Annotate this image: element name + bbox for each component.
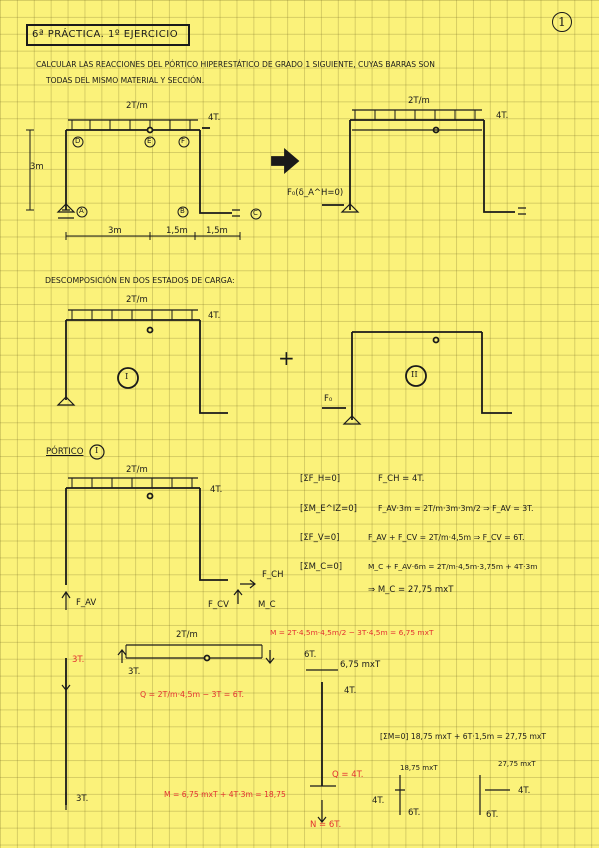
eq5-result: ⇒ M_C = 27,75 mxT xyxy=(368,585,454,595)
left-3t-bottom: 3T. xyxy=(76,794,89,804)
eq2-result: F_AV·3m = 2T/m·3m·3m/2 ⇒ F_AV = 3T. xyxy=(378,504,534,513)
col-q: Q = 4T. xyxy=(332,770,364,780)
col-m: M = 6,75 mxT + 4T·3m = 18,75 xyxy=(164,790,286,799)
state1-label: I xyxy=(125,372,129,382)
fig2-point-load: 4T. xyxy=(496,111,509,121)
state2-label: II xyxy=(411,370,418,380)
left-3t-top: 3T. xyxy=(72,655,85,665)
node-A: A xyxy=(79,207,84,215)
node-F: F xyxy=(181,137,186,145)
fig1-point-load: 4T. xyxy=(208,113,221,123)
fig1-load: 2T/m xyxy=(126,101,148,111)
moment-eq: M = 2T·4,5m·4,5m/2 − 3T·4,5m = 6,75 mxT xyxy=(270,628,434,637)
plus-sign: + xyxy=(278,346,295,370)
page-number: 1 xyxy=(552,12,572,32)
col-n: N = 6T. xyxy=(310,820,342,830)
frame3-fav: F_AV xyxy=(76,598,97,608)
node-E: E xyxy=(147,137,152,145)
col-675: 6,75 mxT xyxy=(340,660,381,670)
shear-eq: Q = 2T/m·4,5m − 3T = 6T. xyxy=(140,690,245,699)
frame3-fcv: F_CV xyxy=(208,600,229,610)
eq4-cond: [ΣM_C=0] xyxy=(300,562,343,572)
node-6t-right: 6T. xyxy=(486,810,499,820)
col-4t: 4T. xyxy=(344,686,357,696)
fig1-span2: 1,5m xyxy=(166,226,188,236)
fig1-span1: 3m xyxy=(108,226,122,236)
fig2-compat: F₀(δ_A^H=0) xyxy=(287,188,344,198)
eq3-cond: [ΣF_V=0] xyxy=(300,533,340,543)
left-3t-mid: 3T. xyxy=(128,667,141,677)
eq4-result: M_C + F_AV·6m = 2T/m·4,5m·3,75m + 4T·3m xyxy=(368,562,538,571)
col-6t: 6T. xyxy=(304,650,317,660)
eq3-result: F_AV + F_CV = 2T/m·4,5m ⇒ F_CV = 6T. xyxy=(368,533,525,542)
state1-load: 2T/m xyxy=(126,295,148,305)
node-D: D xyxy=(75,137,81,145)
frame3-point-load: 4T. xyxy=(210,485,223,495)
statement-line-2: TODAS DEL MISMO MATERIAL Y SECCIÓN. xyxy=(46,76,205,85)
fig2-load: 2T/m xyxy=(408,96,430,106)
node-C: C xyxy=(253,209,258,217)
state2-force: F₀ xyxy=(324,394,333,404)
portico-label: PÓRTICO xyxy=(46,447,84,457)
node-1875: 18,75 mxT xyxy=(400,764,438,772)
eq1-result: F_CH = 4T. xyxy=(378,474,425,484)
state1-point-load: 4T. xyxy=(208,311,221,321)
frame3-load: 2T/m xyxy=(126,465,148,475)
node-B: B xyxy=(180,207,185,215)
eq1-cond: [ΣF_H=0] xyxy=(300,474,341,484)
frame3-fch: F_CH xyxy=(262,570,284,580)
portico-num: I xyxy=(95,446,99,456)
fig1-span3: 1,5m xyxy=(206,226,228,236)
fig1-height: 3m xyxy=(30,162,44,172)
decomp-title: DESCOMPOSICIÓN EN DOS ESTADOS DE CARGA: xyxy=(45,276,235,285)
statement-line-1: CALCULAR LAS REACCIONES DEL PÓRTICO HIPE… xyxy=(36,60,435,69)
node-2775: 27,75 mxT xyxy=(498,760,536,768)
eq2-cond: [ΣM_E^IZ=0] xyxy=(300,504,357,514)
node-6t-left: 6T. xyxy=(408,808,421,818)
page-title: 6ª PRÁCTICA. 1º EJERCICIO xyxy=(32,29,179,40)
frame3-mc: M_C xyxy=(258,600,276,610)
title-box xyxy=(26,24,190,46)
node-4t-left: 4T. xyxy=(372,796,385,806)
sum-eq: [ΣM=0] 18,75 mxT + 6T·1,5m = 27,75 mxT xyxy=(380,732,546,741)
node-4t-right: 4T. xyxy=(518,786,531,796)
beam-load: 2T/m xyxy=(176,630,198,640)
